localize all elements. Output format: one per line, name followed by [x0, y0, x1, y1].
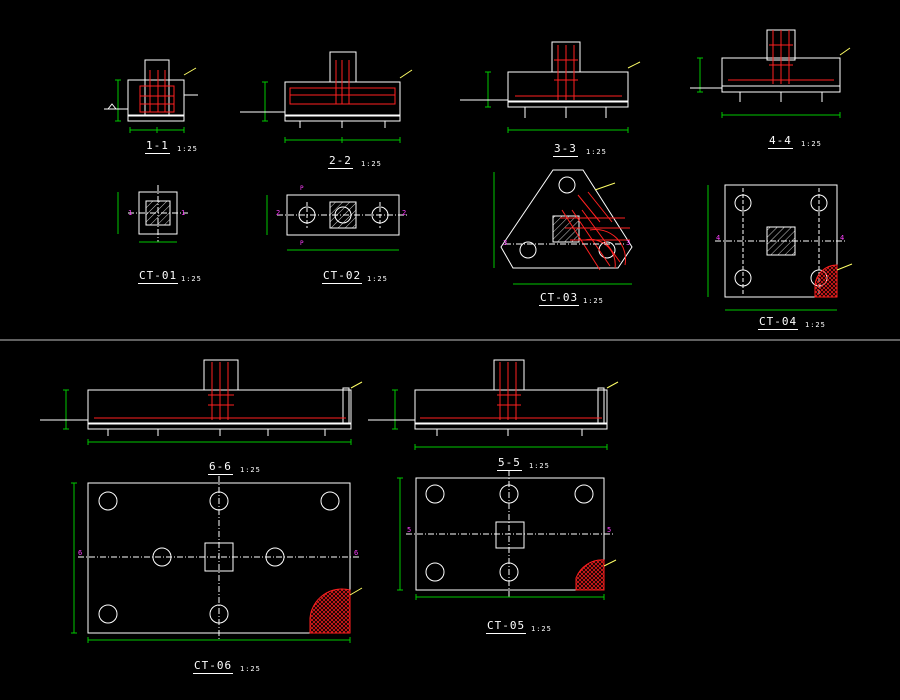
section-3-3-scale: 1:25 [586, 148, 607, 156]
svg-text:6: 6 [354, 549, 358, 557]
svg-text:3: 3 [626, 239, 630, 247]
section-4-4-drawing [690, 29, 851, 118]
svg-text:P: P [300, 185, 304, 192]
plan-ct-05-title: CT-05 [486, 619, 527, 634]
plan-ct-04-title: CT-04 [758, 315, 799, 330]
svg-text:2: 2 [276, 209, 280, 217]
section-6-6-drawing [40, 359, 363, 445]
section-3-3-title: 3-3 [553, 142, 578, 157]
section-2-2-scale: 1:25 [361, 160, 382, 168]
section-1-1-drawing [104, 59, 198, 133]
svg-text:1: 1 [181, 209, 185, 217]
plan-ct-03-title: CT-03 [539, 291, 580, 306]
section-5-5-drawing [368, 359, 619, 450]
plan-ct-04-drawing: 4 4 [707, 184, 853, 311]
plan-ct-05-drawing: 5 5 [397, 470, 617, 600]
section-3-3-drawing [460, 41, 641, 133]
plan-ct-01-drawing: 1 1 [117, 185, 188, 243]
section-6-6-title: 6-6 [208, 460, 233, 475]
svg-text:2: 2 [402, 209, 406, 217]
plan-ct-05-scale: 1:25 [531, 625, 552, 633]
svg-text:5: 5 [407, 526, 411, 534]
svg-text:P: P [300, 240, 304, 247]
section-1-1-title: 1-1 [145, 139, 170, 154]
svg-text:1: 1 [128, 209, 132, 217]
section-4-4-scale: 1:25 [801, 140, 822, 148]
svg-text:3: 3 [503, 239, 507, 247]
plan-ct-01-title: CT-01 [138, 269, 179, 284]
plan-ct-02-drawing: 2 2 P P [266, 185, 408, 251]
plan-ct-06-drawing: 6 6 [71, 476, 363, 643]
plan-ct-06-title: CT-06 [193, 659, 234, 674]
section-4-4-title: 4-4 [768, 134, 793, 149]
plan-ct-01-scale: 1:25 [181, 275, 202, 283]
section-2-2-drawing [240, 51, 413, 143]
plan-ct-03-drawing: 3 3 [493, 169, 633, 285]
plan-ct-02-title: CT-02 [322, 269, 363, 284]
plan-ct-04-scale: 1:25 [805, 321, 826, 329]
svg-text:5: 5 [607, 526, 611, 534]
section-5-5-scale: 1:25 [529, 462, 550, 470]
svg-text:6: 6 [78, 549, 82, 557]
svg-text:4: 4 [716, 234, 720, 242]
section-2-2-title: 2-2 [328, 154, 353, 169]
section-1-1-scale: 1:25 [177, 145, 198, 153]
section-5-5-title: 5-5 [497, 456, 522, 471]
section-6-6-scale: 1:25 [240, 466, 261, 474]
plan-ct-02-scale: 1:25 [367, 275, 388, 283]
plan-ct-06-scale: 1:25 [240, 665, 261, 673]
svg-text:4: 4 [840, 234, 844, 242]
plan-ct-03-scale: 1:25 [583, 297, 604, 305]
